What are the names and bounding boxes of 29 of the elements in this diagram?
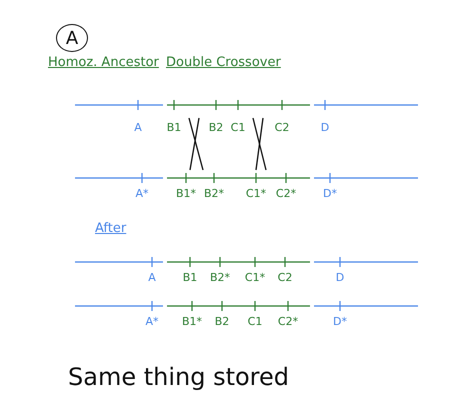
locus-label: B1 — [166, 122, 182, 133]
circled-letter: A — [56, 24, 88, 52]
heading: After — [95, 222, 126, 235]
locus-label: B1 — [182, 272, 198, 283]
locus-label: D* — [323, 188, 337, 199]
locus-label: B2* — [210, 272, 230, 283]
locus-label: A — [148, 272, 156, 283]
locus-label: C2 — [278, 272, 292, 283]
locus-label: B2 — [214, 316, 230, 327]
locus-label: C2 — [274, 122, 290, 133]
locus-label: B2 — [208, 122, 224, 133]
locus-label: B1* — [176, 188, 196, 199]
locus-label: C2* — [276, 188, 296, 199]
locus-label: B1* — [182, 316, 202, 327]
locus-label: D — [336, 272, 344, 283]
caption-text: Same thing stored — [68, 365, 290, 389]
locus-label: C1* — [246, 188, 266, 199]
locus-label: D — [320, 122, 330, 133]
locus-label: C2* — [278, 316, 298, 327]
heading: Homoz. Ancestor — [48, 56, 159, 69]
heading: Double Crossover — [166, 56, 281, 69]
locus-label: B2* — [204, 188, 224, 199]
locus-label: C1 — [248, 316, 262, 327]
locus-label: A* — [135, 188, 149, 199]
locus-label: C1* — [244, 272, 266, 283]
locus-label: A* — [145, 316, 159, 327]
locus-label: C1 — [230, 122, 246, 133]
locus-label: A — [134, 122, 142, 133]
locus-label: D* — [333, 316, 347, 327]
